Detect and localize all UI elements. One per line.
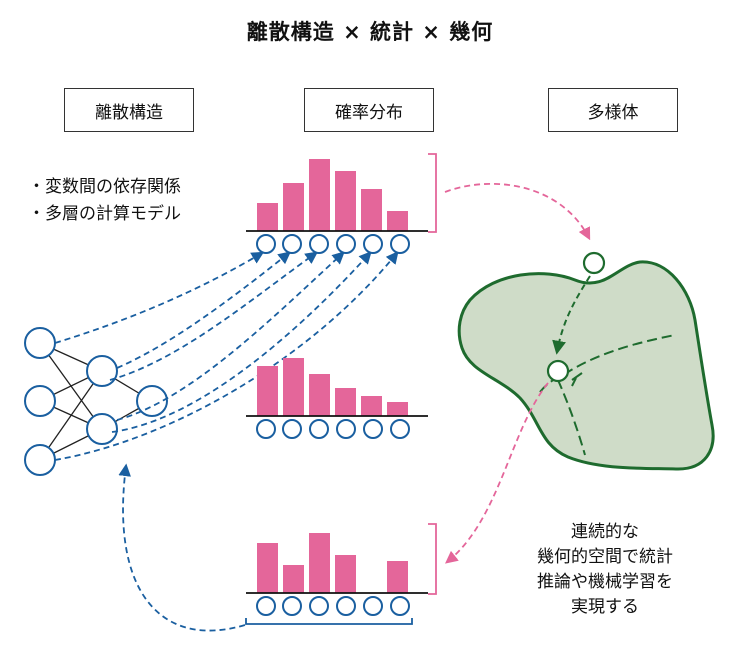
network-node bbox=[24, 327, 56, 359]
variable-node bbox=[336, 596, 356, 616]
outside-point bbox=[582, 251, 606, 275]
caption-line: 実現する bbox=[571, 597, 639, 617]
neural-network bbox=[24, 327, 168, 476]
manifold-shape bbox=[457, 260, 715, 471]
bracket-bottom-nodes bbox=[245, 618, 413, 625]
histogram-bar bbox=[361, 396, 382, 416]
histogram-bar bbox=[335, 555, 356, 593]
variable-node bbox=[336, 419, 356, 439]
bullet-item-multilayer: ・多層の計算モデル bbox=[28, 204, 181, 224]
caption-line: 推論や機械学習を bbox=[537, 572, 673, 592]
variable-node bbox=[363, 419, 383, 439]
histogram-bar bbox=[257, 366, 278, 416]
bracket-bottom-distribution bbox=[428, 523, 437, 595]
dependency-arrow bbox=[116, 251, 291, 369]
histogram-bar bbox=[257, 543, 278, 593]
discrete-structure-label: 離散構造 bbox=[64, 88, 194, 132]
variable-node bbox=[256, 419, 276, 439]
variable-node bbox=[363, 234, 383, 254]
variable-node bbox=[309, 234, 329, 254]
histogram-bar bbox=[335, 171, 356, 231]
variable-node bbox=[256, 234, 276, 254]
feedback-arrow bbox=[118, 463, 246, 632]
variable-node bbox=[256, 596, 276, 616]
histogram-bar bbox=[387, 211, 408, 231]
manifold-caption: 連続的な 幾何的空間で統計 推論や機械学習を 実現する bbox=[510, 520, 700, 620]
caption-line: 連続的な bbox=[571, 522, 639, 542]
network-node bbox=[136, 385, 168, 417]
manifold-label: 多様体 bbox=[548, 88, 678, 132]
histogram-bar bbox=[361, 189, 382, 231]
network-edge bbox=[39, 370, 103, 461]
variable-node bbox=[309, 419, 329, 439]
bullet-item-dependency: ・変数間の依存関係 bbox=[28, 177, 181, 197]
variable-node bbox=[390, 234, 410, 254]
variable-node bbox=[282, 234, 302, 254]
probability-distribution-label: 確率分布 bbox=[304, 88, 434, 132]
manifold-coordinate-curve bbox=[571, 372, 583, 387]
histogram-bar bbox=[283, 358, 304, 416]
histogram-bar bbox=[283, 565, 304, 593]
dependency-arrow bbox=[54, 251, 265, 344]
histogram-bar bbox=[283, 183, 304, 231]
histogram-bar bbox=[309, 374, 330, 416]
variable-node bbox=[363, 596, 383, 616]
histogram-bar bbox=[309, 159, 330, 231]
histogram-group bbox=[246, 159, 428, 616]
dependency-arrow bbox=[109, 251, 319, 381]
network-node bbox=[86, 355, 118, 387]
dependency-bullet-list: ・変数間の依存関係 ・多層の計算モデル bbox=[28, 174, 181, 228]
dependency-arrow bbox=[54, 251, 399, 461]
variable-node bbox=[390, 419, 410, 439]
network-node bbox=[24, 444, 56, 476]
variable-node bbox=[390, 596, 410, 616]
dependency-arrow bbox=[111, 251, 372, 433]
manifold-coordinate-curve bbox=[539, 334, 676, 393]
histogram-bar bbox=[387, 402, 408, 416]
manifold-to-distribution-arrow bbox=[445, 382, 549, 564]
histogram-bar bbox=[387, 561, 408, 593]
variable-node bbox=[282, 419, 302, 439]
histogram-bar bbox=[335, 388, 356, 416]
projection-arrow bbox=[552, 275, 591, 355]
histogram-bar bbox=[309, 533, 330, 593]
dependency-arrow bbox=[116, 251, 345, 421]
variable-node bbox=[282, 596, 302, 616]
distribution-to-manifold-arrow bbox=[444, 182, 591, 241]
network-node bbox=[24, 385, 56, 417]
network-to-distribution-arrows bbox=[54, 251, 399, 461]
variable-node bbox=[309, 596, 329, 616]
manifold-point bbox=[546, 359, 570, 383]
variable-node bbox=[336, 234, 356, 254]
diagram-title: 離散構造 × 統計 × 幾何 bbox=[246, 20, 494, 44]
histogram-bar bbox=[257, 203, 278, 231]
network-node bbox=[86, 413, 118, 445]
bracket-top-distribution bbox=[428, 153, 437, 233]
caption-line: 幾何的空間で統計 bbox=[537, 547, 673, 567]
